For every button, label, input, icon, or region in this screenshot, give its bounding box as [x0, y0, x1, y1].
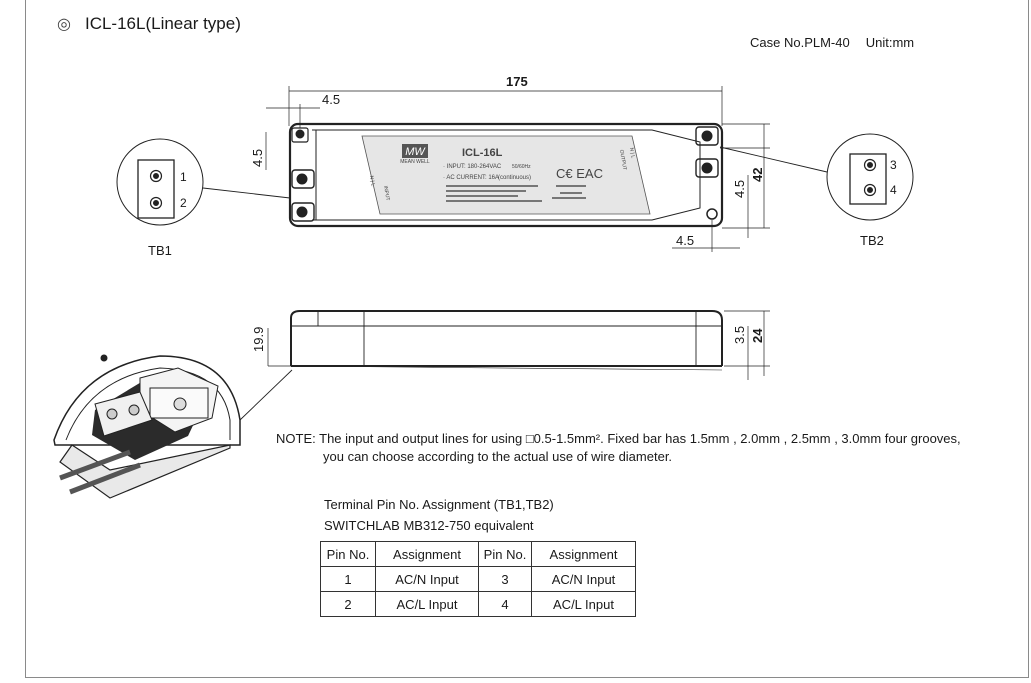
- dim-height-left: 19.9: [251, 327, 266, 352]
- page-title: ◎ ICL-16L(Linear type): [57, 14, 241, 34]
- pin-3-label: 3: [890, 158, 897, 172]
- table-cell: 3: [478, 566, 532, 592]
- screw-icon: [296, 206, 308, 218]
- note-block: NOTE: The input and output lines for usi…: [276, 430, 1016, 466]
- note-line-1: The input and output lines for using □0.…: [319, 431, 961, 446]
- screw-icon: [296, 173, 308, 185]
- dim-width: 42: [750, 168, 765, 182]
- note-line-2: you can choose according to the actual u…: [323, 449, 673, 464]
- top-view: [116, 86, 914, 252]
- table-cell: AC/N Input: [531, 566, 636, 592]
- table-header-row: Pin No. Assignment Pin No. Assignment: [320, 541, 636, 567]
- mount-hole-icon: [706, 208, 718, 220]
- table-cell: 2: [320, 591, 376, 617]
- label-output-pins: N | L: [628, 147, 636, 159]
- terminal-info: Terminal Pin No. Assignment (TB1,TB2) SW…: [324, 494, 554, 536]
- dim-height-small: 3.5: [732, 326, 747, 344]
- screw-icon: [701, 130, 713, 142]
- dim-vertical-right: 4.5: [732, 180, 747, 198]
- unit-label: Unit:mm: [865, 35, 915, 50]
- side-view: [239, 310, 770, 421]
- terminal-detail-illustration: [53, 354, 241, 499]
- drawing-frame: [25, 0, 1029, 678]
- header-cell: Assignment: [375, 541, 479, 567]
- table-row: 2 AC/L Input 4 AC/L Input: [320, 591, 636, 617]
- header-cell: Pin No.: [478, 541, 532, 567]
- case-bevel: [312, 129, 701, 221]
- label-text: MW MEAN WELL ICL-16L · INPUT: 180-264VAC…: [368, 144, 636, 202]
- pin-2-label: 2: [180, 196, 187, 210]
- label-input-side: INPUT: [382, 185, 391, 201]
- case-info: Case No.PLM-40 Unit:mm: [750, 35, 914, 50]
- table-row: 1 AC/N Input 3 AC/N Input: [320, 566, 636, 592]
- pin-1-label: 1: [180, 170, 187, 184]
- table-cell: AC/N Input: [375, 566, 479, 592]
- product-label-plate: [361, 135, 651, 215]
- label-input: · INPUT: 180-264VAC: [443, 164, 502, 170]
- dimension-labels: 175 4.5 4.5 42 4.5 4.5 19.9 3.5 24: [250, 74, 765, 352]
- label-continuous: (continuous): [498, 175, 531, 181]
- pin-4-label: 4: [890, 183, 897, 197]
- label-input-pins: N | L: [368, 175, 376, 187]
- logo-text: MW: [405, 146, 426, 158]
- dim-length: 175: [506, 74, 528, 89]
- table-cell: 1: [320, 566, 376, 592]
- tb1-label: TB1: [148, 243, 172, 258]
- screw-icon: [701, 162, 713, 174]
- tb2-callout-circle: [826, 133, 914, 221]
- header-cell: Pin No.: [320, 541, 376, 567]
- dim-edge-bottom: 4.5: [676, 233, 694, 248]
- header-cell: Assignment: [531, 541, 636, 567]
- table-cell: AC/L Input: [531, 591, 636, 617]
- terminal-equivalent: SWITCHLAB MB312-750 equivalent: [324, 518, 534, 533]
- dim-edge-top: 4.5: [322, 92, 340, 107]
- circle-bullet-icon: ◎: [57, 16, 71, 33]
- mount-hole-icon: [295, 129, 305, 139]
- ce-eac-mark-icon: C€ EAC: [556, 166, 603, 181]
- tb1-callout-circle: [116, 138, 204, 226]
- table-cell: 4: [478, 591, 532, 617]
- pin-assignment-table: Pin No. Assignment Pin No. Assignment 1 …: [320, 541, 636, 617]
- dim-height-total: 24: [750, 328, 765, 343]
- note-prefix: NOTE:: [276, 431, 316, 446]
- case-number: Case No.PLM-40: [750, 35, 850, 50]
- terminal-heading: Terminal Pin No. Assignment (TB1,TB2): [324, 497, 554, 512]
- label-current: · AC CURRENT: 16A: [443, 175, 499, 181]
- meanwell-logo-icon: [402, 144, 428, 158]
- label-freq: 50/60Hz: [512, 164, 531, 170]
- callout-labels: 1 2 3 4 TB1 TB2: [148, 158, 897, 258]
- table-cell: AC/L Input: [375, 591, 479, 617]
- model-title: ICL-16L(Linear type): [84, 14, 241, 33]
- case-outline-top: [288, 122, 724, 228]
- label-model: ICL-16L: [462, 147, 503, 159]
- logo-subtext: MEAN WELL: [400, 159, 430, 165]
- dim-vertical-left: 4.5: [250, 149, 265, 167]
- label-output-side: OUTPUT: [618, 149, 627, 170]
- tb2-label: TB2: [860, 233, 884, 248]
